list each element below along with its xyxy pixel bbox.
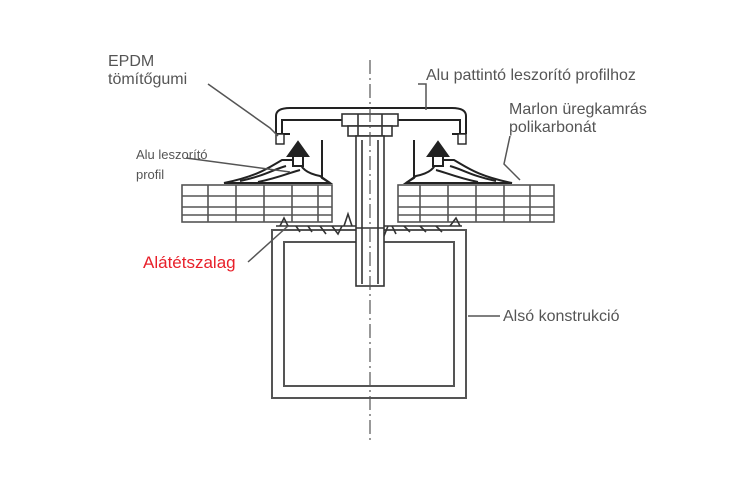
label-epdm-gasket: EPDM tömítőgumi: [108, 53, 188, 89]
polycarbonate-sheet-right: [397, 184, 555, 223]
base-profile-with-underlay-tape: [276, 211, 462, 238]
clamp-profile-left: [223, 140, 334, 184]
polycarbonate-sheet-left: [181, 184, 333, 223]
leader-lines: [185, 83, 521, 317]
label-alu-snap-profile: Alu pattintó leszorító profilhoz: [426, 67, 636, 84]
label-marlon-polycarbonate: Marlon üregkamrás polikarbonát: [509, 101, 647, 137]
label-underlay-tape: Alátétszalag: [143, 253, 236, 272]
label-alu-clamp-profile: Alu leszorító profil: [136, 147, 208, 183]
epdm-gasket: [275, 133, 467, 145]
label-lower-construction: Alsó konstrukció: [503, 308, 620, 325]
clamp-profile-right: [402, 140, 513, 184]
